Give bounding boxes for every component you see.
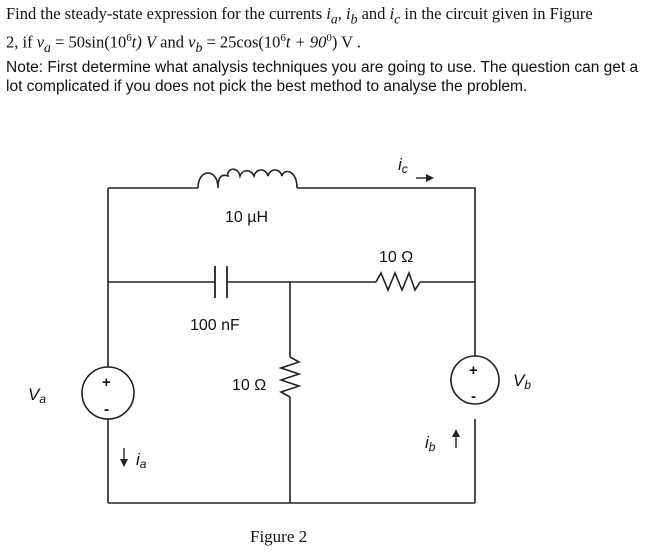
vb-expression-end: ) V . bbox=[331, 32, 362, 52]
capacitor-label: 100 nF bbox=[190, 317, 240, 334]
ia-label: ia bbox=[136, 450, 147, 471]
conjunction: and bbox=[156, 32, 189, 52]
resistor-top-label: 10 Ω bbox=[379, 249, 413, 266]
resistor-mid-label: 10 Ω bbox=[232, 377, 266, 394]
voltage-source-vb: + - bbox=[450, 355, 500, 405]
current-ic-arrow bbox=[416, 174, 434, 182]
var-vb-sub: b bbox=[195, 40, 203, 56]
current-ia-arrow bbox=[120, 448, 128, 467]
separator: , bbox=[337, 4, 347, 23]
inductor-symbol bbox=[197, 168, 298, 189]
problem-text: 2, if bbox=[6, 32, 37, 52]
vb-plus-sign: + bbox=[469, 362, 478, 379]
inductor-label: 10 µH bbox=[225, 209, 268, 226]
var-va-sub: a bbox=[44, 40, 51, 56]
vb-minus-sign: - bbox=[471, 388, 476, 405]
wire-top-right bbox=[297, 187, 476, 367]
va-plus-sign: + bbox=[102, 374, 111, 391]
vb-expression-mid: t + 90 bbox=[285, 32, 327, 52]
var-ic-sub: c bbox=[394, 11, 401, 27]
var-va: v bbox=[36, 32, 45, 52]
va-expression: = 50sin(10 bbox=[50, 32, 127, 52]
degree: 0 bbox=[326, 32, 332, 45]
conjunction: and bbox=[357, 4, 390, 23]
resistor-mid-symbol bbox=[278, 356, 302, 398]
var-vb: v bbox=[188, 32, 196, 52]
ib-label: ib bbox=[425, 433, 436, 454]
ic-label: ic bbox=[398, 155, 408, 176]
var-ic: i bbox=[389, 4, 395, 23]
problem-line-2: 2, if va = 50sin(106t) V and vb = 25cos(… bbox=[6, 29, 650, 57]
var-ia-sub: a bbox=[330, 11, 338, 27]
va-minus-sign: - bbox=[104, 401, 109, 418]
problem-line-1: Find the steady-state expression for the… bbox=[6, 4, 650, 28]
exponent: 6 bbox=[126, 32, 132, 45]
var-ia: i bbox=[326, 4, 331, 23]
problem-text: Find the steady-state expression for the… bbox=[6, 4, 327, 23]
capacitor-symbol bbox=[214, 266, 228, 298]
vb-expression: = 25cos(10 bbox=[202, 32, 281, 52]
problem-text: in the circuit given in Figure bbox=[400, 4, 593, 23]
var-ib: i bbox=[346, 4, 351, 23]
circuit-wires bbox=[107, 187, 476, 504]
resistor-top-symbol bbox=[375, 270, 421, 293]
problem-note: Note: First determine what analysis tech… bbox=[6, 59, 639, 96]
var-ib-sub: b bbox=[350, 11, 358, 27]
va-label: Va bbox=[28, 385, 46, 406]
figure-caption: Figure 2 bbox=[250, 527, 307, 546]
current-ib-arrow bbox=[452, 429, 460, 448]
problem-statement: Find the steady-state expression for the… bbox=[6, 4, 650, 96]
exponent: 6 bbox=[280, 32, 286, 45]
vb-label: Vb bbox=[513, 371, 531, 392]
va-expression-end: t) V bbox=[131, 32, 157, 52]
voltage-source-va: + - bbox=[81, 366, 135, 420]
